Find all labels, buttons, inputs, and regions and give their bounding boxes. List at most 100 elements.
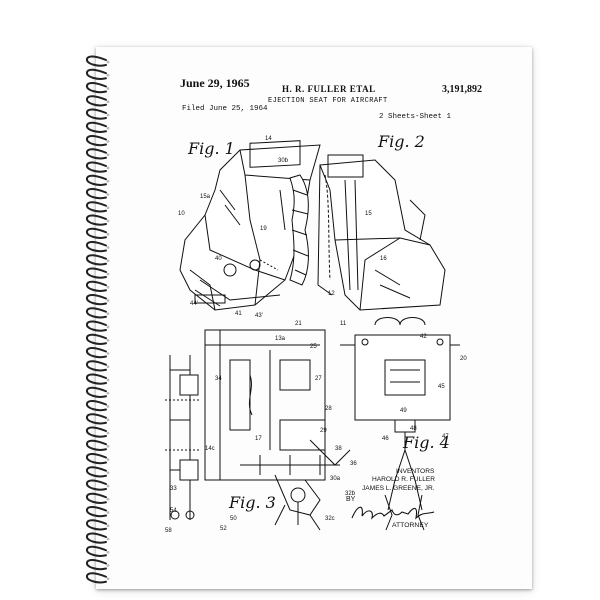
- spiral-coil: [86, 161, 107, 173]
- reference-numeral: 47: [442, 434, 449, 440]
- reference-numeral: 49: [400, 408, 407, 414]
- spiral-coil: [86, 572, 107, 584]
- reference-numeral: 40: [215, 256, 222, 262]
- reference-numeral: 33: [170, 486, 177, 492]
- binding-hole: [106, 458, 110, 461]
- binding-hole: [106, 100, 110, 104]
- reference-numeral: 43': [255, 313, 263, 319]
- binding-hole: [106, 246, 110, 249]
- binding-hole: [106, 285, 110, 289]
- fig1-label: Fig. 1: [188, 139, 235, 158]
- binding-hole: [106, 325, 110, 329]
- reference-numeral: 48: [410, 426, 417, 432]
- reference-numeral: 21: [295, 321, 302, 327]
- binding-hole: [106, 524, 110, 528]
- inventor-name-2: JAMES L. GREENE, JR.: [362, 485, 435, 492]
- spiral-coil: [86, 400, 107, 412]
- fig3-schematic: [165, 329, 351, 531]
- spiral-coil: [86, 333, 107, 345]
- reference-numeral: 46: [382, 436, 389, 442]
- binding-hole: [106, 537, 110, 541]
- spiral-coil: [86, 373, 107, 385]
- reference-numeral: 30a: [330, 476, 341, 482]
- spiral-coil: [86, 174, 107, 186]
- spiral-coil: [86, 320, 107, 332]
- reference-numeral: 45: [438, 384, 445, 390]
- reference-numeral: 15a: [200, 194, 211, 200]
- reference-numeral: 58: [165, 528, 172, 534]
- fig4-harness-drawing: [340, 317, 460, 531]
- spiral-coil: [86, 360, 107, 372]
- spiral-coil: [86, 506, 107, 518]
- spiral-coil: [86, 294, 107, 306]
- spiral-coil: [86, 95, 107, 107]
- binding-hole: [106, 497, 110, 501]
- binding-hole: [106, 259, 110, 263]
- reference-numeral: 34: [215, 376, 222, 382]
- reference-numeral: 29: [320, 428, 327, 434]
- spiral-coil: [86, 492, 107, 504]
- binding-hole: [106, 418, 110, 422]
- spiral-coil: [86, 254, 107, 266]
- fig1-pack-drawing: [289, 174, 309, 286]
- fig2-label: Fig. 2: [378, 132, 425, 151]
- reference-numeral: 12: [328, 291, 335, 297]
- binding-hole: [106, 60, 110, 64]
- binding-hole: [106, 206, 110, 210]
- sheet-count: 2 Sheets-Sheet 1: [379, 113, 452, 121]
- reference-numeral: 32c: [325, 516, 335, 522]
- binding-hole: [106, 564, 110, 567]
- reference-numeral: 10: [178, 211, 185, 217]
- spiral-coil: [86, 519, 107, 531]
- spiral-coil: [86, 426, 107, 438]
- spiral-coil: [86, 82, 107, 94]
- reference-numeral: 13a: [275, 336, 286, 342]
- binding-hole: [106, 232, 110, 236]
- spiral-coil: [86, 55, 107, 67]
- spiral-coil: [86, 121, 107, 133]
- reference-numeral: 32b: [345, 491, 356, 497]
- spiral-coil: [86, 227, 107, 239]
- binding-hole: [106, 113, 110, 117]
- binding-hole: [106, 484, 110, 488]
- binding-hole: [106, 299, 110, 302]
- reference-numeral: 44': [190, 301, 198, 307]
- spiral-coil: [86, 532, 107, 544]
- spiral-coil: [86, 347, 107, 359]
- binding-hole: [106, 352, 110, 355]
- binding-hole: [106, 153, 110, 157]
- inventor-name-1: HAROLD R. FULLER: [372, 476, 436, 483]
- spiral-coil: [86, 307, 107, 319]
- fig2-seat-drawing: [317, 154, 446, 311]
- spiral-coil: [86, 188, 107, 200]
- patent-date: June 29, 1965: [180, 76, 250, 90]
- reference-numeral: 52: [220, 526, 227, 532]
- reference-numeral: 20: [460, 356, 467, 362]
- spiral-coil: [86, 214, 107, 226]
- binding-hole: [106, 405, 110, 408]
- binding-hole: [106, 444, 110, 448]
- reference-numeral: 30b: [278, 158, 289, 164]
- spiral-coil: [86, 386, 107, 398]
- patent-inventors: H. R. FULLER ETAL: [282, 84, 376, 94]
- reference-numeral: 17: [255, 436, 262, 442]
- binding-hole: [106, 550, 110, 554]
- spiral-coil: [86, 280, 107, 292]
- spiral-coil: [86, 559, 107, 571]
- inventors-label: INVENTORS: [396, 468, 435, 475]
- spiral-coil: [86, 439, 107, 451]
- binding-hole: [106, 378, 110, 382]
- by-label: BY: [346, 496, 356, 503]
- reference-numeral: 54: [170, 508, 177, 514]
- binding-hole: [106, 87, 110, 90]
- reference-numeral: 19: [260, 226, 267, 232]
- attorney-signature: [351, 506, 435, 520]
- binding-hole: [106, 272, 110, 276]
- binding-hole: [106, 140, 110, 143]
- binding-hole: [106, 312, 110, 316]
- attorney-label: ATTORNEY: [392, 522, 429, 529]
- reference-numeral: 25: [310, 344, 317, 350]
- binding-hole: [106, 338, 110, 342]
- reference-numeral: 15: [365, 211, 372, 217]
- binding-hole: [106, 511, 110, 514]
